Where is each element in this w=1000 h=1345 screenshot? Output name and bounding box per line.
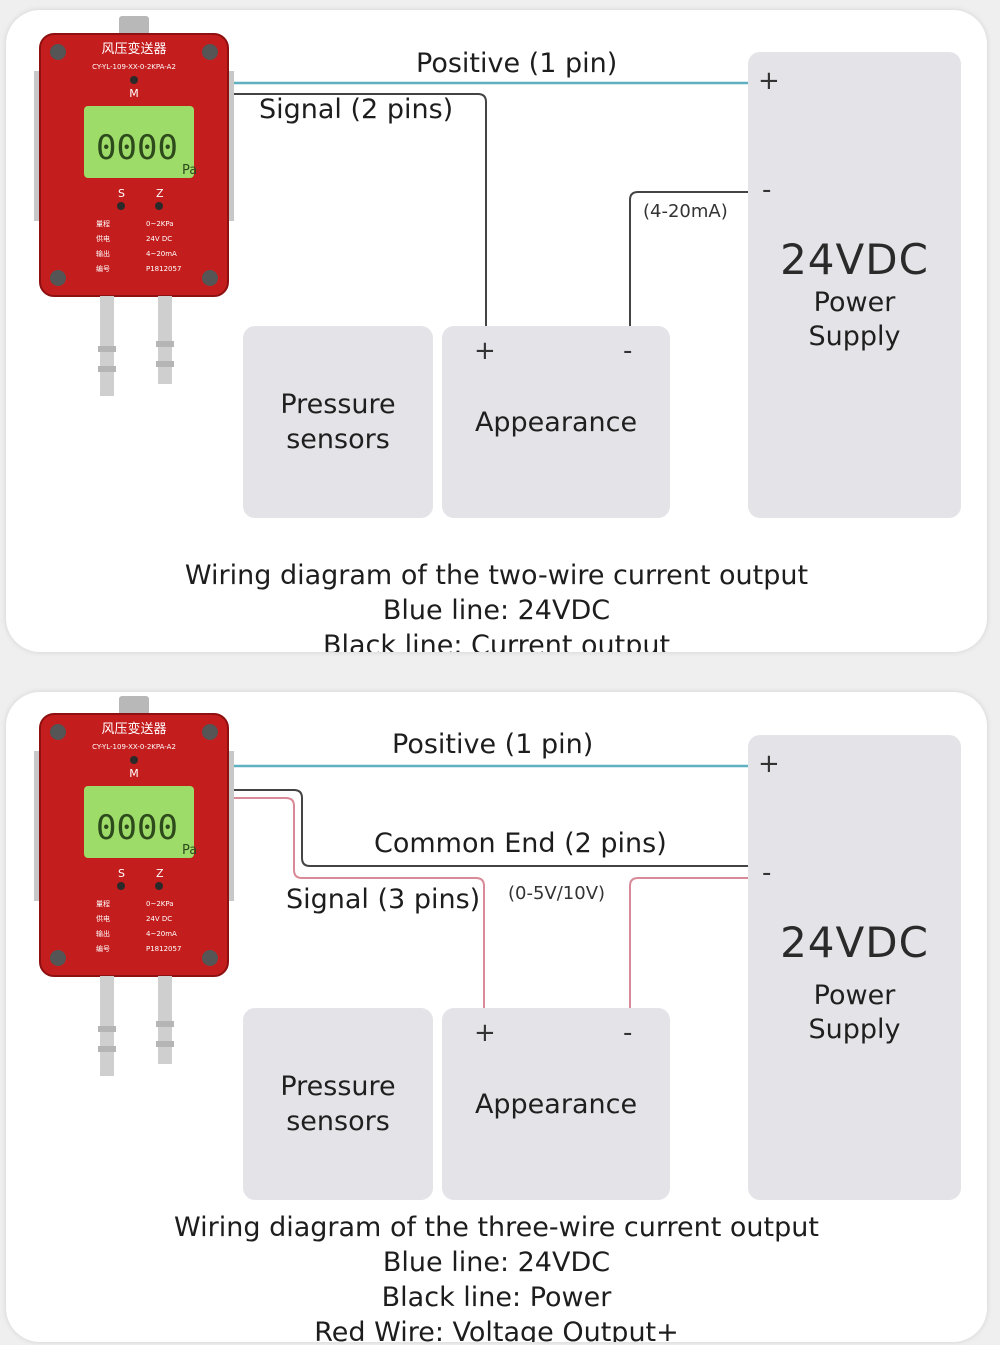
device-model: CY-YL-109-XX-0-2KPA-A2 xyxy=(92,743,176,751)
three-wire-panel: 风压变送器 CY-YL-109-XX-0-2KPA-A2 M 0000 Pa S… xyxy=(6,692,987,1342)
caption-line: Blue line: 24VDC xyxy=(382,1247,611,1278)
spec-key: 供电 xyxy=(96,914,110,923)
sensor-label-line1: Pressure xyxy=(280,1071,396,1102)
button-m-label: M xyxy=(129,767,139,780)
power-supply-box: 24VDC Power Supply xyxy=(748,735,961,1200)
appearance-box: Appearance xyxy=(442,326,670,518)
current-wire xyxy=(629,191,751,326)
spec-key: 量程 xyxy=(96,899,110,908)
s-button xyxy=(117,882,125,890)
spec-key: 编号 xyxy=(96,944,110,953)
spec-key: 输出 xyxy=(96,929,110,938)
spec-key: 编号 xyxy=(96,264,110,273)
appearance-label: Appearance xyxy=(474,1088,638,1120)
s-button xyxy=(117,202,125,210)
spec-value: P1812057 xyxy=(146,265,181,273)
common-wire xyxy=(231,789,751,867)
signal-wire xyxy=(231,93,487,326)
spec-key: 输出 xyxy=(96,249,110,258)
caption-line: Blue line: 24VDC xyxy=(382,595,611,626)
pressure-sensor-box: Pressure sensors xyxy=(243,326,433,518)
power-voltage: 24VDC xyxy=(780,918,929,967)
power-voltage: 24VDC xyxy=(780,235,929,284)
spec-value: 0~2KPa xyxy=(146,900,174,908)
three-wire-wiring xyxy=(231,764,751,1008)
appearance-label: Appearance xyxy=(474,406,638,438)
power-minus-terminal: - xyxy=(762,858,772,888)
power-plus-terminal: + xyxy=(758,66,780,96)
positive-wire-label: Positive (1 pin) xyxy=(392,729,594,760)
sensor-label-line2: sensors xyxy=(286,1106,390,1137)
sensor-label-line2: sensors xyxy=(286,424,390,455)
pressure-transmitter-icon: 风压变送器 CY-YL-109-XX-0-2KPA-A2 M 0000 Pa S… xyxy=(34,696,234,1076)
lcd-unit: Pa xyxy=(182,843,197,858)
lcd-unit: Pa xyxy=(182,163,197,178)
appearance-box: Appearance xyxy=(442,1008,670,1200)
spec-value: 4~20mA xyxy=(146,250,177,258)
button-z-label: Z xyxy=(156,867,164,880)
signal-wire-label: Signal (2 pins) xyxy=(259,94,454,125)
voltage-wire xyxy=(629,877,751,1008)
signal-wire xyxy=(231,797,485,1008)
appearance-minus-terminal: - xyxy=(623,1018,633,1048)
device-model: CY-YL-109-XX-0-2KPA-A2 xyxy=(92,63,176,71)
two-wire-caption: Wiring diagram of the two-wire current o… xyxy=(6,558,987,652)
button-s-label: S xyxy=(118,187,125,200)
current-range-label: (4-20mA) xyxy=(643,201,728,222)
two-wire-wiring xyxy=(231,81,751,326)
pressure-port-right xyxy=(158,976,172,1064)
pressure-port-right xyxy=(158,296,172,384)
m-button xyxy=(130,76,138,84)
z-button xyxy=(155,882,163,890)
lcd-screen xyxy=(84,106,194,178)
m-button xyxy=(130,756,138,764)
spec-value: 24V DC xyxy=(146,915,172,923)
signal-wire-label: Signal (3 pins) xyxy=(286,884,481,915)
spec-key: 供电 xyxy=(96,234,110,243)
three-wire-caption: Wiring diagram of the three-wire current… xyxy=(6,1210,987,1342)
sensor-label-line1: Pressure xyxy=(280,389,396,420)
spec-value: 4~20mA xyxy=(146,930,177,938)
spec-value: 24V DC xyxy=(146,235,172,243)
lcd-screen xyxy=(84,786,194,858)
power-supply-box: 24VDC Power Supply xyxy=(748,52,961,518)
appearance-plus-terminal: + xyxy=(474,336,496,366)
spec-value: P1812057 xyxy=(146,945,181,953)
button-m-label: M xyxy=(129,87,139,100)
power-plus-terminal: + xyxy=(758,749,780,779)
power-minus-terminal: - xyxy=(762,175,772,205)
z-button xyxy=(155,202,163,210)
pressure-transmitter-icon: 风压变送器 CY-YL-109-XX-0-2KPA-A2 M 0000 Pa S… xyxy=(34,16,234,396)
positive-wire-label: Positive (1 pin) xyxy=(416,48,618,79)
spec-key: 量程 xyxy=(96,219,110,228)
appearance-plus-terminal: + xyxy=(474,1018,496,1048)
power-label-line1: Power xyxy=(813,287,896,318)
caption-title: Wiring diagram of the three-wire current… xyxy=(174,1212,819,1243)
power-label-line1: Power xyxy=(813,980,896,1011)
two-wire-panel: 风压变送器 CY-YL-109-XX-0-2KPA-A2 M 0000 Pa S… xyxy=(6,10,987,652)
power-label-line2: Supply xyxy=(808,321,901,352)
lcd-digits: 0000 xyxy=(96,808,178,848)
caption-line: Red Wire: Voltage Output+ xyxy=(314,1317,679,1342)
power-label-line2: Supply xyxy=(808,1014,901,1045)
voltage-range-label: (0-5V/10V) xyxy=(508,883,606,904)
caption-line: Black line: Current output xyxy=(322,630,671,652)
caption-title: Wiring diagram of the two-wire current o… xyxy=(184,560,809,591)
lcd-digits: 0000 xyxy=(96,128,178,168)
appearance-minus-terminal: - xyxy=(623,336,633,366)
caption-line: Black line: Power xyxy=(381,1282,612,1313)
button-s-label: S xyxy=(118,867,125,880)
button-z-label: Z xyxy=(156,187,164,200)
device-title: 风压变送器 xyxy=(101,721,166,737)
spec-value: 0~2KPa xyxy=(146,220,174,228)
common-wire-label: Common End (2 pins) xyxy=(374,828,667,859)
pressure-sensor-box: Pressure sensors xyxy=(243,1008,433,1200)
device-title: 风压变送器 xyxy=(101,41,166,57)
